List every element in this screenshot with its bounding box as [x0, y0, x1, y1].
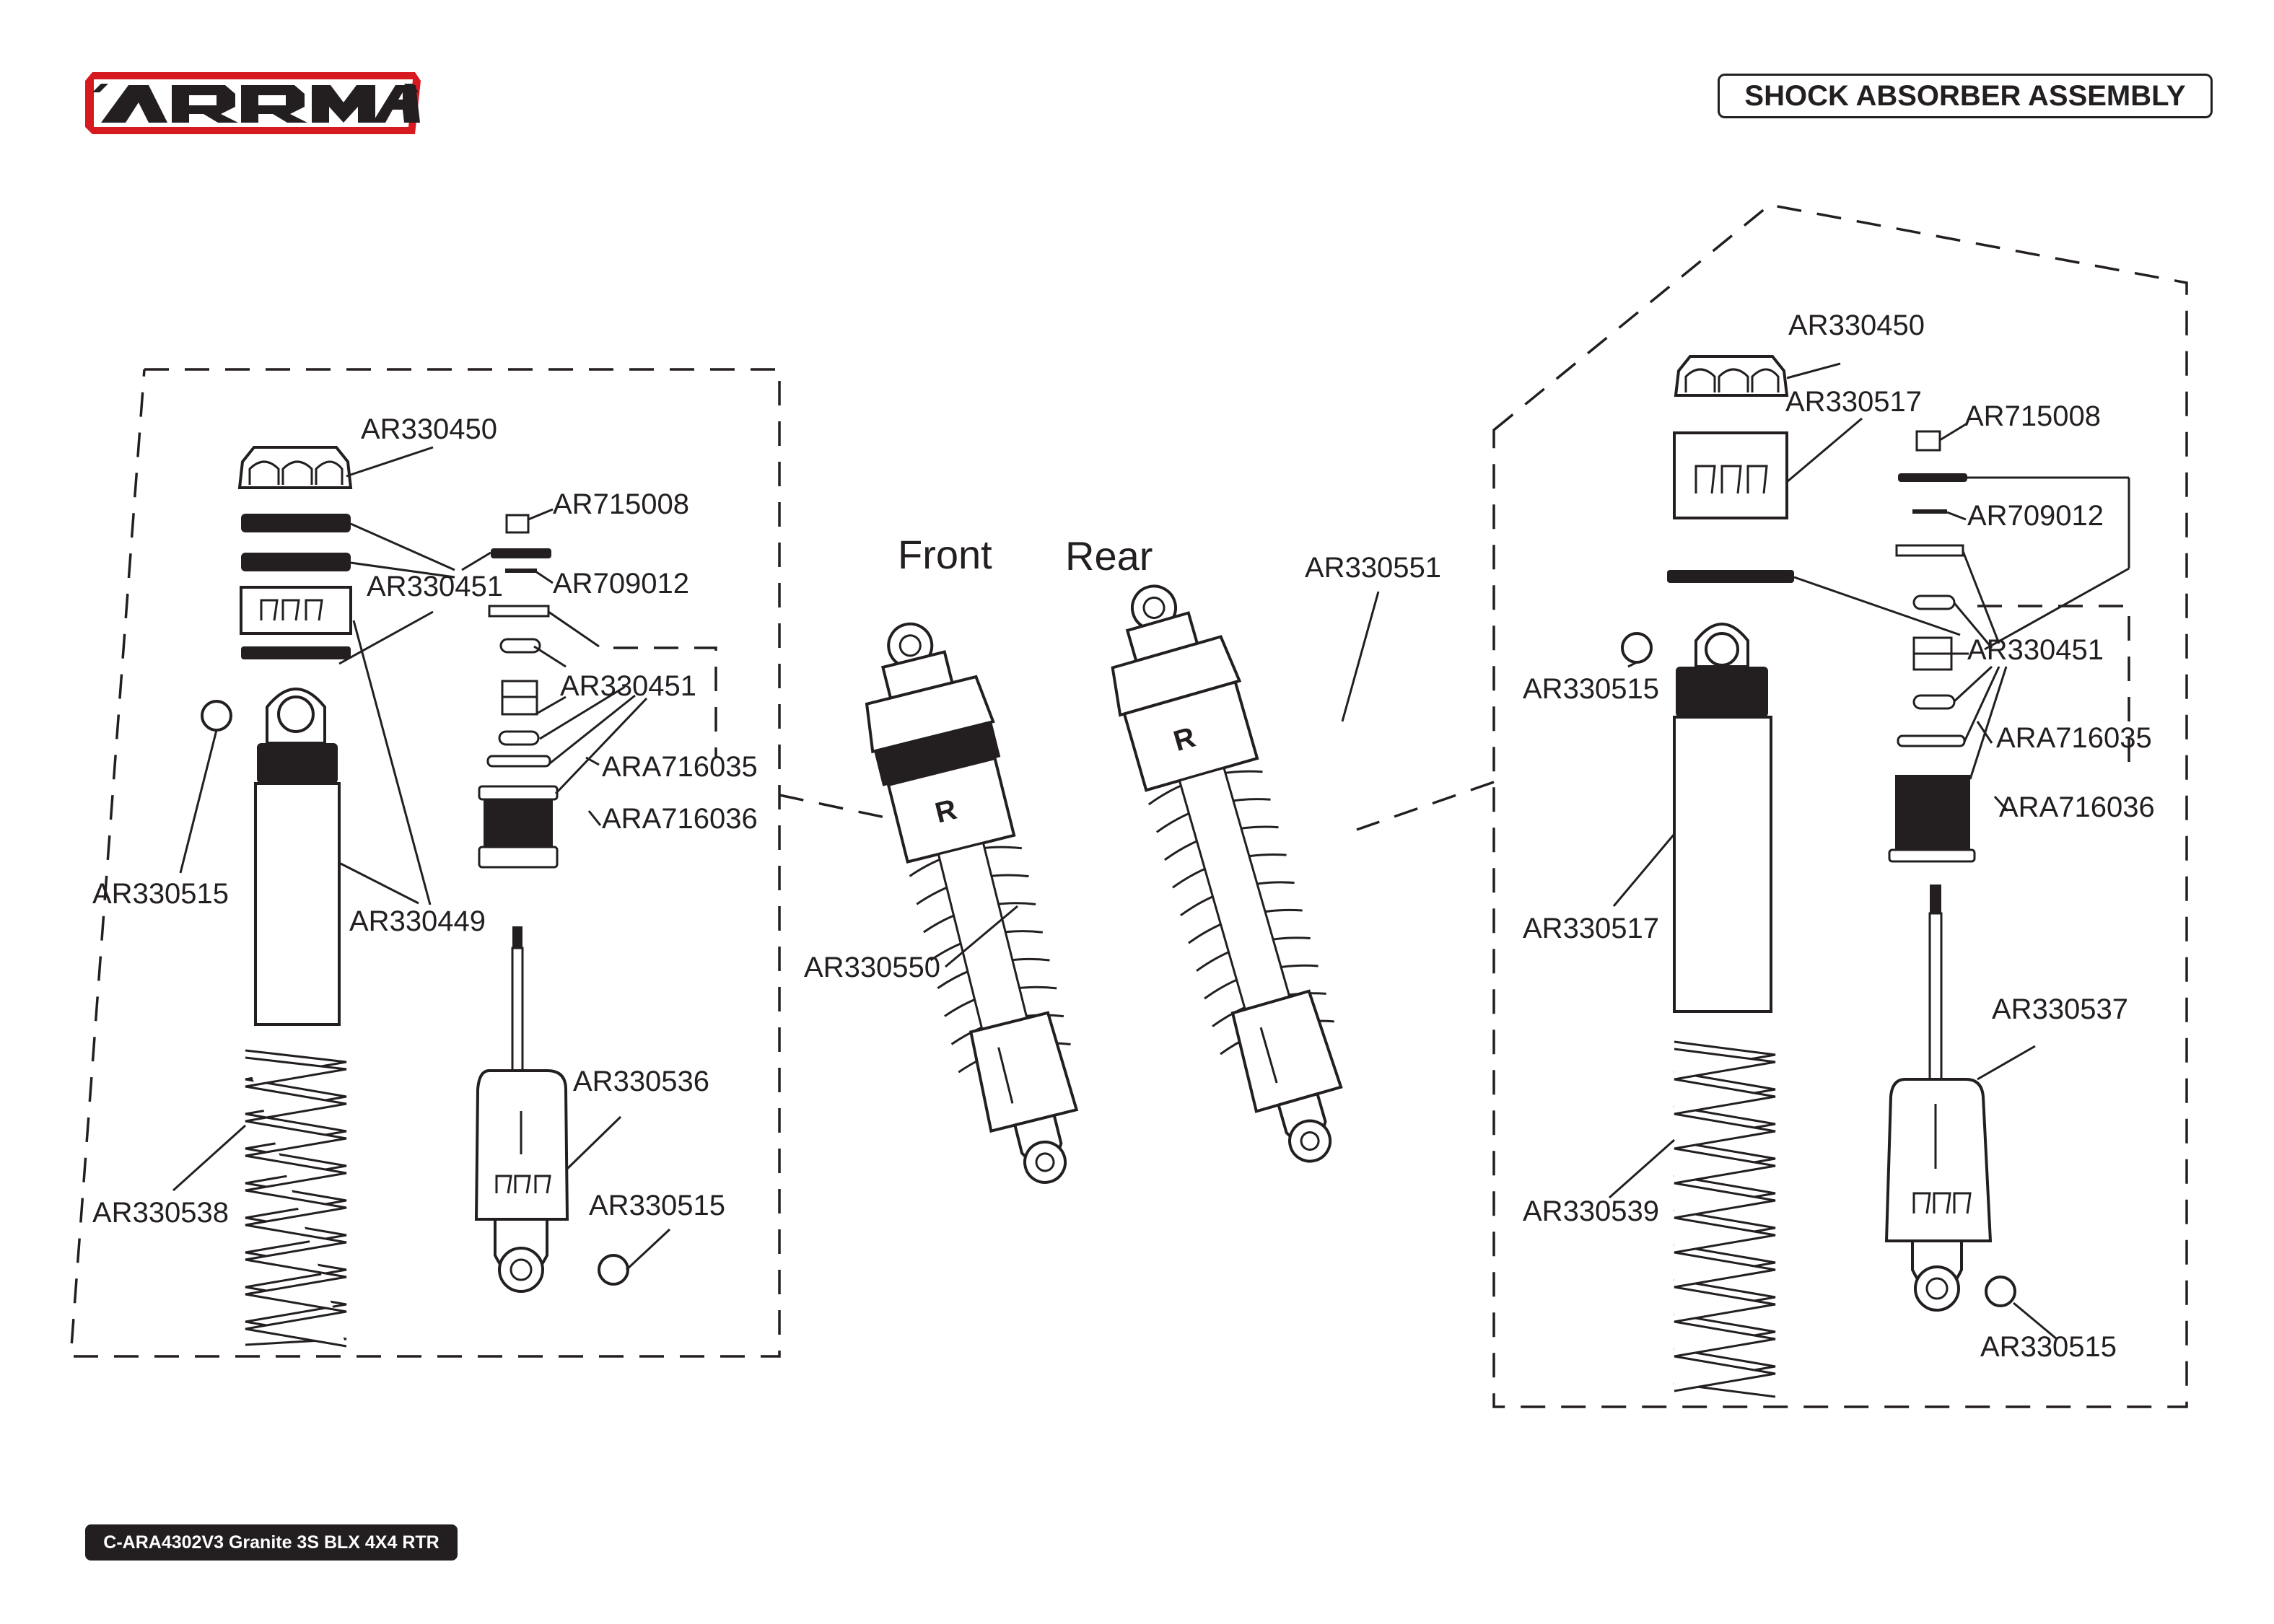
- front-view-label: Front: [898, 532, 992, 577]
- right-body-part: [1673, 623, 1772, 1013]
- label-ar330515-left-upper: AR330515: [92, 878, 229, 910]
- rear-view-label: Rear: [1065, 533, 1153, 579]
- label-ar330450-left: AR330450: [361, 413, 497, 445]
- label-ar330536-left: AR330536: [573, 1066, 709, 1097]
- label-ar330450-right: AR330450: [1788, 310, 1925, 341]
- label-ar330517-right-collar: AR330517: [1785, 386, 1922, 418]
- label-ar330451-left-internal: AR330451: [560, 670, 696, 702]
- left-cap-part: [237, 446, 353, 489]
- right-spring-part: [1674, 1040, 1776, 1398]
- left-lower-end-part: [474, 1069, 569, 1293]
- label-ara716035-right: ARA716035: [1996, 722, 2152, 754]
- right-group-outline: [1492, 203, 2188, 1408]
- front-shock-assembled: R: [865, 622, 1079, 1184]
- right-piston-part: [1888, 775, 1976, 863]
- right-shaft-part: [1928, 885, 1943, 1082]
- leader-lines: [172, 362, 2130, 1340]
- right-small-parts: [1895, 430, 1967, 747]
- label-ara716036-right: ARA716036: [1999, 791, 2155, 823]
- label-ar330539-right: AR330539: [1523, 1195, 1659, 1227]
- label-ar330451-left-collar: AR330451: [367, 571, 503, 602]
- label-ar330538-left: AR330538: [92, 1197, 229, 1229]
- label-ar330551: AR330551: [1305, 552, 1441, 584]
- left-shaft-part: [511, 926, 524, 1072]
- label-ar709012-left: AR709012: [553, 568, 689, 600]
- arrma-logo: [85, 72, 421, 134]
- label-ar330515-right-upper: AR330515: [1523, 673, 1659, 705]
- label-ara716035-left: ARA716035: [602, 751, 758, 783]
- label-ar330515-right-lower: AR330515: [1980, 1331, 2117, 1363]
- label-ar715008-left: AR715008: [553, 488, 689, 520]
- right-bushing-lower: [1985, 1276, 2016, 1307]
- label-ar330517-right-body: AR330517: [1523, 913, 1659, 944]
- right-lower-end-part: [1884, 1078, 1993, 1312]
- left-body-part: [254, 688, 341, 1026]
- left-group-outline: [69, 368, 781, 1358]
- right-collar-part: [1667, 431, 1794, 583]
- page-title: SHOCK ABSORBER ASSEMBLY: [1718, 74, 2213, 118]
- left-inner-outline: [613, 646, 717, 758]
- label-ar709012-right: AR709012: [1967, 500, 2104, 532]
- left-collar-parts: [240, 514, 352, 659]
- connector-right: [1356, 781, 1495, 831]
- label-ar330451-right: AR330451: [1967, 634, 2104, 666]
- label-ar330449-left: AR330449: [349, 905, 486, 937]
- label-ar330537-right: AR330537: [1992, 993, 2128, 1025]
- label-ar330515-left-lower: AR330515: [589, 1190, 725, 1221]
- left-bushing-lower: [598, 1254, 629, 1286]
- right-bushing-upper: [1621, 632, 1653, 664]
- label-ara716036-left: ARA716036: [602, 803, 758, 835]
- left-small-parts: [486, 514, 551, 768]
- label-ar715008-right: AR715008: [1964, 400, 2101, 432]
- right-cap-part: [1674, 355, 1789, 397]
- rear-shock-assembled: R: [1111, 584, 1343, 1163]
- left-bushing-upper: [201, 700, 232, 732]
- right-inner-outline: [1977, 605, 2130, 765]
- label-ar330550: AR330550: [804, 952, 940, 983]
- left-spring-part: [245, 1049, 347, 1348]
- left-piston-part: [478, 785, 559, 869]
- model-badge: C-ARA4302V3 Granite 3S BLX 4X4 RTR: [85, 1524, 458, 1561]
